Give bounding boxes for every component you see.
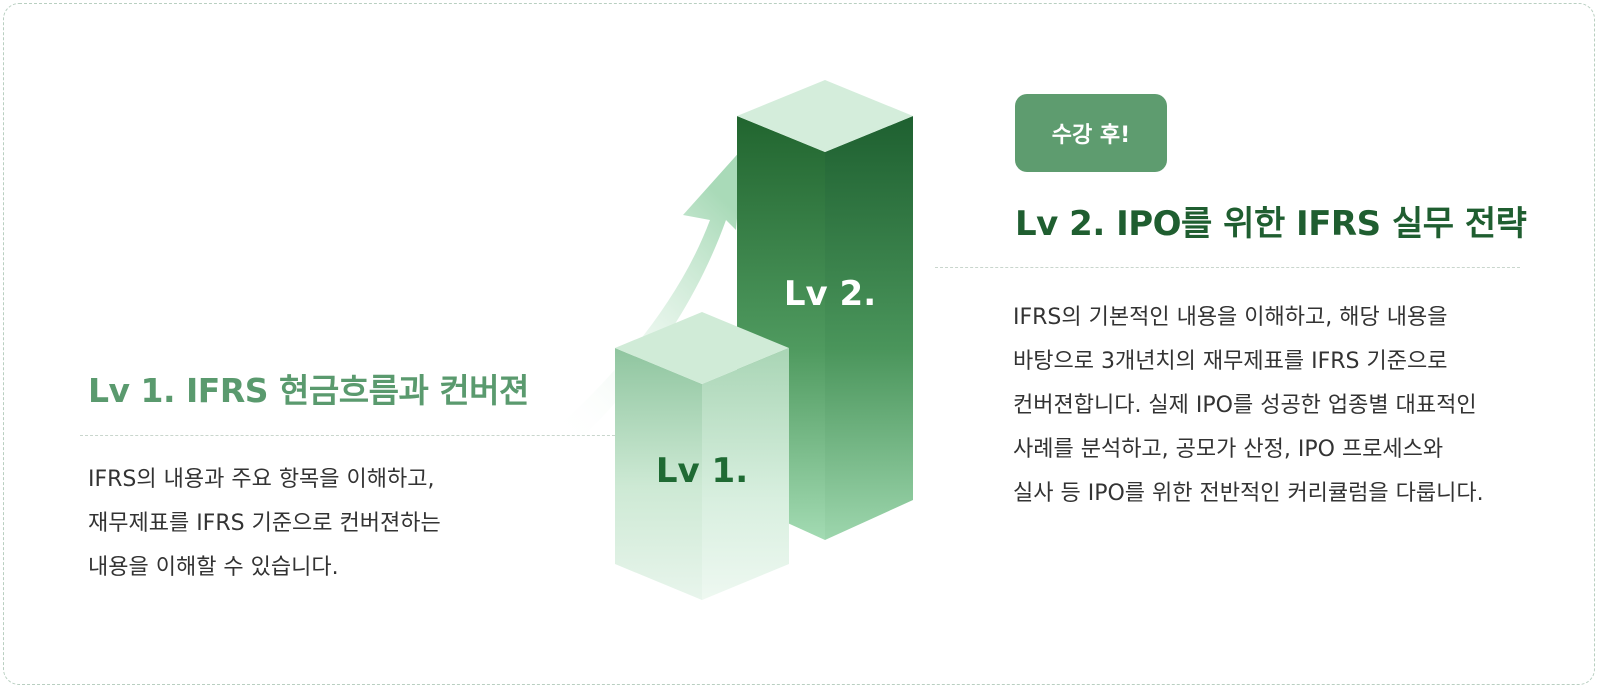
lv2-description-line: 사례를 분석하고, 공모가 산정, IPO 프로세스와 bbox=[1013, 437, 1444, 462]
lv2-description-line: 바탕으로 3개년치의 재무제표를 IFRS 기준으로 bbox=[1013, 349, 1448, 374]
lv2-block-label: Lv 2. bbox=[784, 274, 876, 314]
lv2-description: IFRS의 기본적인 내용을 이해하고, 해당 내용을 바탕으로 3개년치의 재… bbox=[1013, 296, 1484, 516]
lv1-description: IFRS의 내용과 주요 항목을 이해하고, 재무제표를 IFRS 기준으로 컨… bbox=[88, 458, 441, 590]
after-course-badge: 수강 후! bbox=[1015, 94, 1167, 172]
lv2-title: Lv 2. IPO를 위한 IFRS 실무 전략 bbox=[1015, 204, 1527, 244]
lv1-description-line: 내용을 이해할 수 있습니다. bbox=[88, 555, 339, 580]
lv2-description-line: IFRS의 기본적인 내용을 이해하고, 해당 내용을 bbox=[1013, 305, 1448, 330]
lv1-description-line: 재무제표를 IFRS 기준으로 컨버젼하는 bbox=[88, 511, 441, 536]
lv1-title: Lv 1. IFRS 현금흐름과 컨버젼 bbox=[88, 371, 529, 410]
up-arrow-icon bbox=[560, 148, 743, 440]
lv1-divider bbox=[80, 435, 625, 436]
lv2-description-line: 컨버젼합니다. 실제 IPO를 성공한 업종별 대표적인 bbox=[1013, 393, 1477, 418]
lv1-block-label: Lv 1. bbox=[656, 451, 748, 491]
lv2-divider bbox=[935, 267, 1520, 268]
level-blocks-graphic: Lv 2. Lv 1. bbox=[560, 70, 980, 630]
lv1-description-line: IFRS의 내용과 주요 항목을 이해하고, bbox=[88, 467, 435, 492]
lv2-description-line: 실사 등 IPO를 위한 전반적인 커리큘럼을 다룹니다. bbox=[1013, 481, 1484, 506]
lv1-block: Lv 1. bbox=[615, 312, 789, 600]
